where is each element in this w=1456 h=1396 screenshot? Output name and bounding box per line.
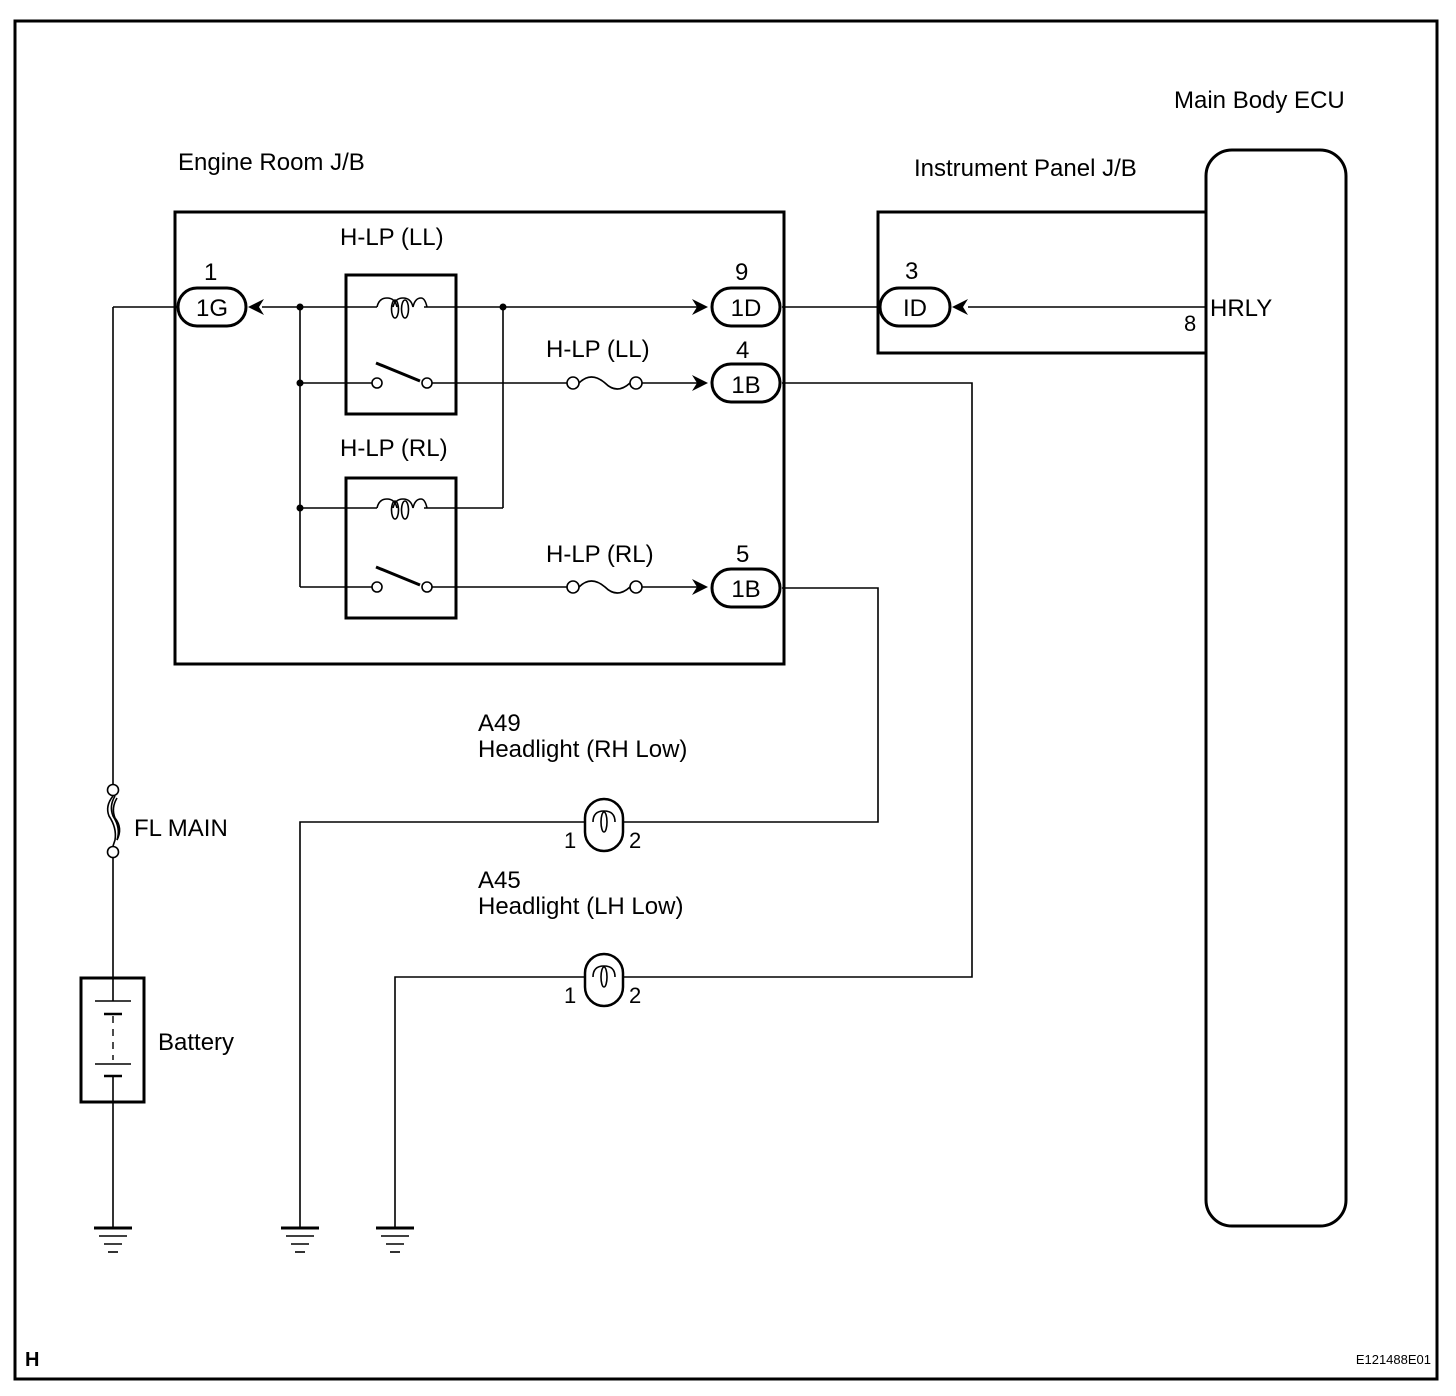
connector-1b-ll-pin: 4 xyxy=(736,337,749,364)
connector-1g-code: 1G xyxy=(196,295,228,322)
junction-dot xyxy=(499,303,507,311)
a45-code: A45 xyxy=(478,867,521,894)
wire-1b-to-a49 xyxy=(622,587,879,823)
ll-fuse-label: H-LP (LL) xyxy=(546,336,650,363)
connector-id xyxy=(878,286,952,328)
ll-relay-label: H-LP (LL) xyxy=(340,224,444,251)
connector-1b-rl xyxy=(710,567,782,609)
junction-dot xyxy=(296,379,304,387)
engine-room-jb-label: Engine Room J/B xyxy=(178,149,365,176)
rl-fuse-icon xyxy=(566,580,643,594)
instrument-panel-jb-label: Instrument Panel J/B xyxy=(914,155,1137,182)
a49-code: A49 xyxy=(478,710,521,737)
fl-main-fuse-icon xyxy=(106,783,121,859)
corner-letter: H xyxy=(25,1349,39,1371)
connector-1g xyxy=(176,286,248,328)
junction-dots xyxy=(296,303,507,512)
connector-1b-rl-code: 1B xyxy=(731,576,760,603)
a45-pin2: 2 xyxy=(629,983,641,1008)
rl-relay-switch-icon xyxy=(371,565,433,593)
connector-1g-pin: 1 xyxy=(204,259,217,286)
ground-icon xyxy=(94,1226,132,1253)
wire-a45-to-ground xyxy=(394,976,585,1228)
connector-1d xyxy=(710,286,782,328)
wire-1b-to-a45 xyxy=(622,382,973,978)
rl-relay-coil-icon xyxy=(376,498,428,520)
ll-relay-switch-icon xyxy=(371,361,433,389)
connector-1b-rl-terminal-icon xyxy=(692,579,708,595)
connector-1d-terminal-icon xyxy=(692,299,708,315)
connector-id-pin: 3 xyxy=(905,258,918,285)
a45-name: Headlight (LH Low) xyxy=(478,893,683,920)
wires xyxy=(112,306,1206,1228)
outer-frame xyxy=(13,19,1439,1381)
connector-id-terminal-icon xyxy=(952,299,968,315)
rl-fuse-label: H-LP (RL) xyxy=(546,541,654,568)
ground-icon xyxy=(376,1226,414,1253)
ll-relay-coil-icon xyxy=(376,297,428,319)
engine-room-jb-box xyxy=(173,210,786,666)
instrument-panel-jb-box xyxy=(876,210,1206,355)
main-body-ecu-box xyxy=(1204,148,1348,1228)
fl-main-label: FL MAIN xyxy=(134,815,228,842)
ll-relay-box xyxy=(344,273,458,416)
junction-dot xyxy=(296,303,304,311)
wire-a49-to-ground xyxy=(299,821,585,1228)
connector-id-code: ID xyxy=(903,295,927,322)
connector-1d-pin: 9 xyxy=(735,259,748,286)
ecu-terminal-pin: 8 xyxy=(1184,311,1196,336)
a49-pin2: 2 xyxy=(629,828,641,853)
connector-1b-ll xyxy=(710,362,782,404)
rl-relay-label: H-LP (RL) xyxy=(340,435,448,462)
connector-1b-ll-terminal-icon xyxy=(692,375,708,391)
a49-pin1: 1 xyxy=(564,828,576,853)
a49-name: Headlight (RH Low) xyxy=(478,736,687,763)
ll-fuse-icon xyxy=(566,376,643,390)
ground-icon xyxy=(281,1226,319,1253)
battery-label: Battery xyxy=(158,1029,234,1056)
junction-dot xyxy=(296,504,304,512)
connector-1g-terminal-icon xyxy=(248,299,264,315)
connector-1d-code: 1D xyxy=(731,295,762,322)
figure-id: E121488E01 xyxy=(1356,1352,1431,1367)
rl-relay-box xyxy=(344,476,458,620)
main-body-ecu-label: Main Body ECU xyxy=(1174,87,1345,114)
a45-pin1: 1 xyxy=(564,983,576,1008)
connector-1b-rl-pin: 5 xyxy=(736,541,749,568)
battery-icon xyxy=(95,978,131,1102)
a49-bulb-icon xyxy=(583,797,625,853)
connector-1b-ll-code: 1B xyxy=(731,372,760,399)
ecu-terminal-name: HRLY xyxy=(1210,295,1272,322)
a45-bulb-icon xyxy=(583,952,625,1008)
